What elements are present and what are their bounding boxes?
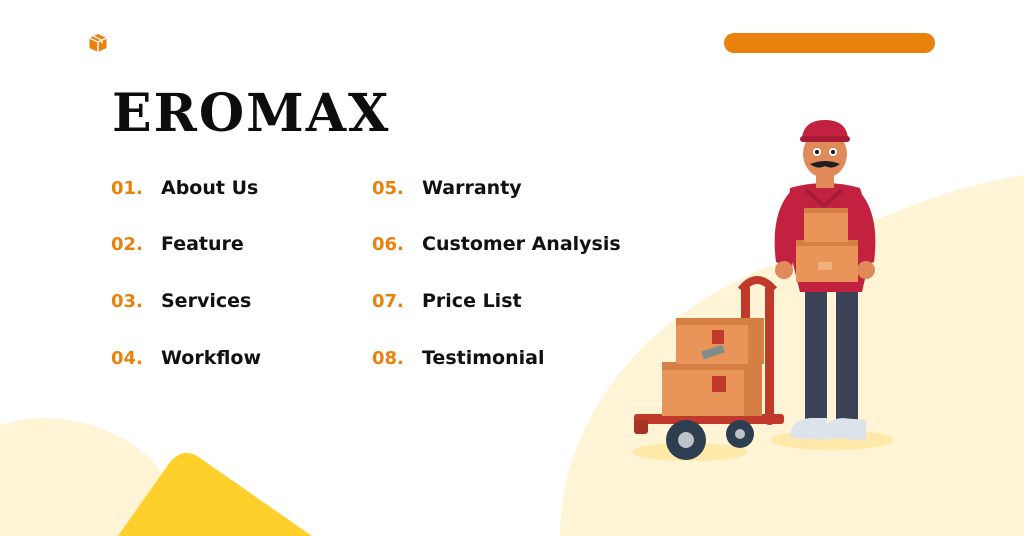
toc-item-testimonial[interactable]: 08. Testimonial xyxy=(372,347,544,375)
toc-label: Services xyxy=(161,290,252,312)
package-box-icon xyxy=(89,34,107,52)
toc-number: 05. xyxy=(372,178,404,199)
toc-number: 06. xyxy=(372,234,404,255)
toc-label: Workflow xyxy=(161,347,262,369)
toc-item-warranty[interactable]: 05. Warranty xyxy=(372,177,522,205)
toc-label: Price List xyxy=(422,290,522,312)
toc-number: 02. xyxy=(111,234,143,255)
toc-item-workflow[interactable]: 04. Workflow xyxy=(111,347,261,375)
cream-blob-left xyxy=(0,417,182,536)
toc-number: 07. xyxy=(372,291,404,312)
toc-label: Customer Analysis xyxy=(422,233,621,255)
toc-item-feature[interactable]: 02. Feature xyxy=(111,233,244,261)
page-title: EROMAX xyxy=(112,83,391,144)
toc-label: Warranty xyxy=(422,177,522,199)
toc-item-customer-analysis[interactable]: 06. Customer Analysis xyxy=(372,233,621,261)
toc-item-about-us[interactable]: 01. About Us xyxy=(111,177,258,205)
toc-item-price-list[interactable]: 07. Price List xyxy=(372,290,522,318)
toc-item-services[interactable]: 03. Services xyxy=(111,290,251,318)
delivery-man-with-hand-truck-icon xyxy=(632,120,894,461)
toc-number: 04. xyxy=(111,348,143,369)
yellow-triangle xyxy=(118,452,312,536)
toc-label: About Us xyxy=(161,177,259,199)
toc-label: Feature xyxy=(161,233,244,255)
toc-number: 01. xyxy=(111,178,143,199)
toc-label: Testimonial xyxy=(422,347,545,369)
accent-bar xyxy=(724,33,935,53)
toc-number: 08. xyxy=(372,348,404,369)
toc-number: 03. xyxy=(111,291,143,312)
